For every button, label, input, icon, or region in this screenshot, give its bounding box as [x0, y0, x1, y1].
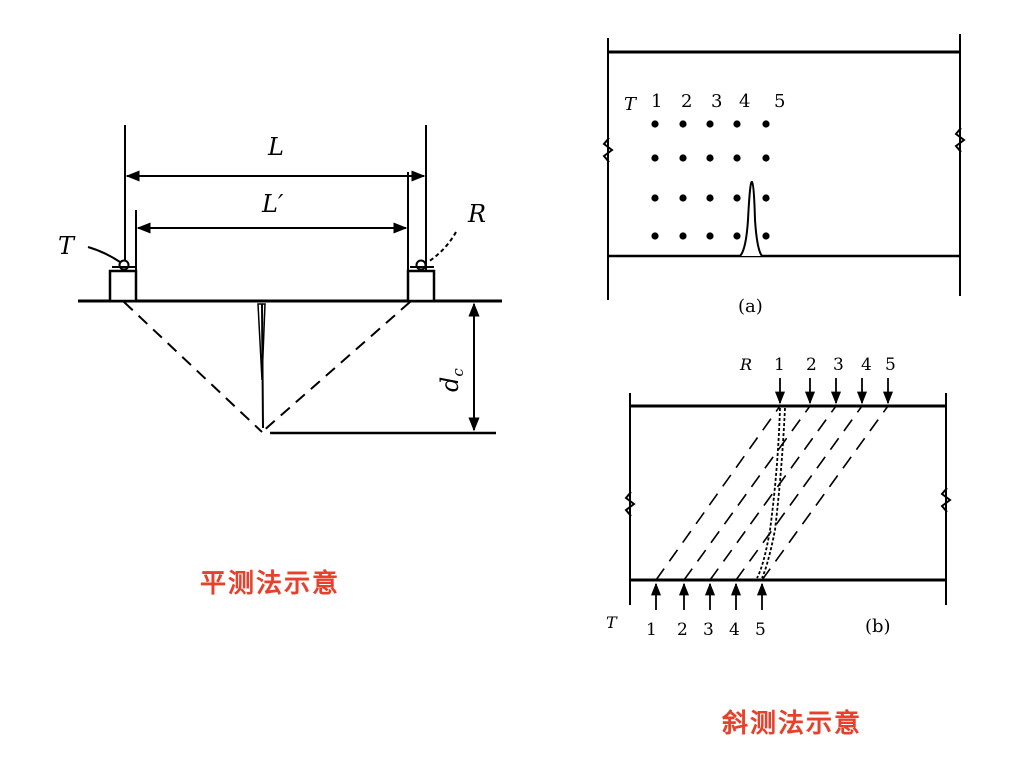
a-dot [651, 194, 659, 202]
diagram-b: R 1 2 3 4 5 T 1 2 3 4 5 (b) [606, 355, 952, 640]
a-col-1: 1 [651, 91, 662, 112]
crack-depth-line [261, 303, 264, 429]
T-leader-line [87, 246, 121, 263]
a-crack-shape [739, 180, 763, 257]
a-col-4: 4 [739, 91, 750, 112]
b-top-num-5: 5 [885, 355, 896, 375]
b-bottom-num-4: 4 [729, 620, 740, 640]
b-wave-path [735, 405, 863, 581]
a-dot [679, 194, 687, 202]
b-top-num-4: 4 [861, 355, 872, 375]
b-break-mark-left [624, 491, 636, 517]
b-wave-path [709, 405, 837, 581]
flat-method-caption: 平测法示意 [200, 569, 341, 599]
a-dot [733, 232, 741, 240]
a-dot [651, 232, 659, 240]
a-dot [762, 154, 770, 162]
diagram-a: T 1 2 3 4 5 (a) [602, 34, 966, 317]
flat-method-diagram: L L′ T R dc [58, 125, 502, 435]
a-dot [706, 154, 714, 162]
label-depth: dc [436, 368, 467, 392]
b-bottom-num-2: 2 [677, 620, 688, 640]
b-arrows [650, 378, 894, 610]
b-wave-path [655, 405, 781, 581]
b-bottom-num-5: 5 [755, 620, 766, 640]
b-top-num-3: 3 [833, 355, 844, 375]
a-dot [733, 120, 741, 128]
a-caption: (a) [738, 296, 763, 317]
a-dot [679, 232, 687, 240]
a-dot [679, 120, 687, 128]
b-wave-path [683, 405, 811, 581]
a-dot [651, 120, 659, 128]
R-leader-line [427, 231, 457, 263]
a-dot [762, 194, 770, 202]
a-dot [762, 120, 770, 128]
wave-path-left [123, 301, 263, 433]
b-wave-paths [655, 405, 889, 581]
a-col-5: 5 [774, 91, 785, 112]
label-L: L [267, 133, 284, 161]
a-dot [706, 120, 714, 128]
b-caption: (b) [865, 616, 891, 637]
a-label-T: T [624, 94, 638, 115]
b-top-num-2: 2 [806, 355, 817, 375]
a-dot [651, 154, 659, 162]
b-break-mark-right [940, 487, 952, 513]
b-bottom-num-3: 3 [703, 620, 714, 640]
label-T-left: T [58, 232, 76, 260]
a-dot [733, 154, 741, 162]
oblique-method-caption: 斜测法示意 [722, 709, 863, 739]
b-top-num-1: 1 [774, 355, 785, 375]
b-wave-path [761, 405, 889, 581]
a-measurement-dots [651, 120, 770, 240]
label-Lprime: L′ [261, 190, 284, 218]
a-break-mark-left [602, 137, 614, 163]
b-label-R: R [739, 355, 752, 374]
b-crack-shape [756, 407, 786, 579]
a-dot [706, 232, 714, 240]
a-dot [762, 232, 770, 240]
wave-path-right [261, 301, 411, 433]
a-dot [706, 194, 714, 202]
b-bottom-num-1: 1 [646, 620, 657, 640]
a-col-2: 2 [681, 91, 692, 112]
a-dot [679, 154, 687, 162]
a-col-3: 3 [711, 91, 722, 112]
label-R-left: R [467, 200, 486, 228]
a-break-mark-right [954, 127, 966, 153]
a-dot [733, 194, 741, 202]
b-label-T: T [606, 613, 618, 632]
receiver-R-icon [406, 259, 436, 303]
transducer-T-icon [108, 259, 138, 303]
